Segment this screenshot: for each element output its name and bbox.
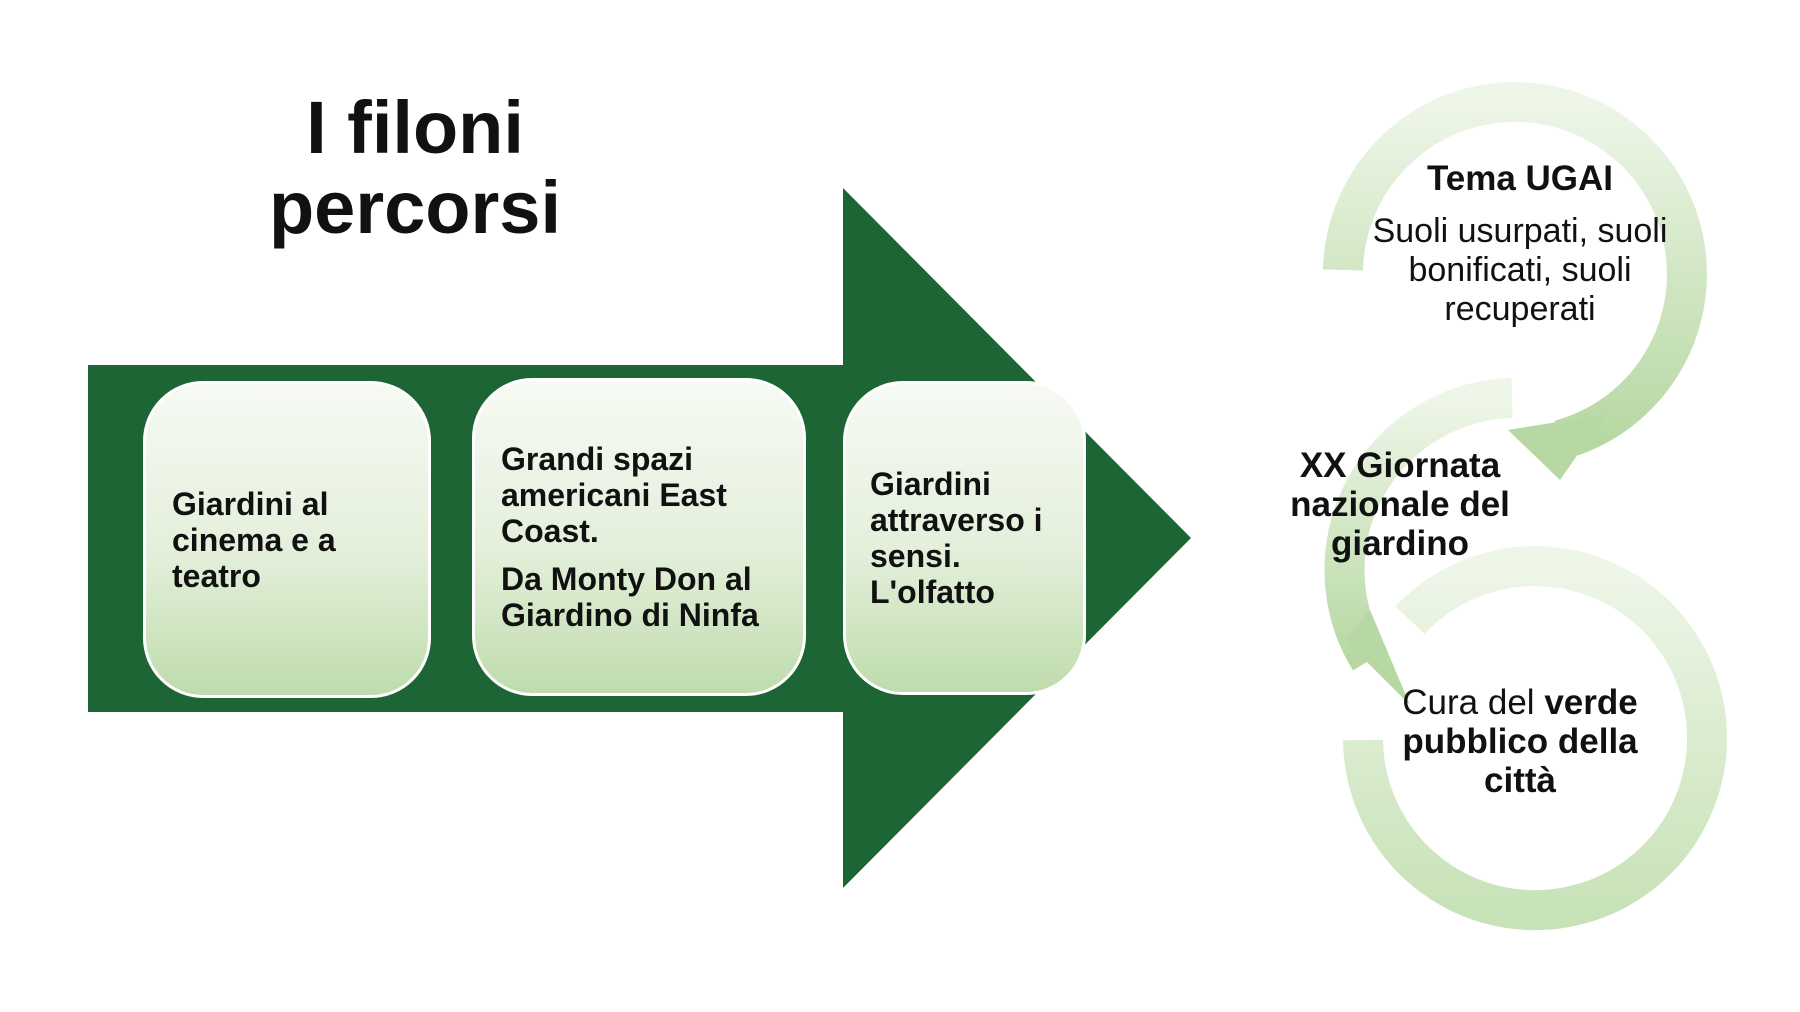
- process-box-2-text-2: Da Monty Don al Giardino di Ninfa: [501, 561, 759, 633]
- process-box-3: Giardini attraverso i sensi. L'olfatto: [843, 381, 1086, 695]
- cycle-item-3-prefix: Cura del: [1402, 683, 1545, 722]
- slide-title: I filoni percorsi: [170, 88, 660, 248]
- process-box-2: Grandi spazi americani East Coast. Da Mo…: [472, 378, 806, 696]
- process-box-2-text-1: Grandi spazi americani East Coast.: [501, 441, 727, 549]
- process-box-3-text: Giardini attraverso i sensi. L'olfatto: [870, 466, 1043, 610]
- cycle-arrowhead-2: [1345, 610, 1410, 705]
- cycle-item-2: XX Giornata nazionale del giardino: [1240, 446, 1560, 563]
- title-line-2: percorsi: [268, 166, 562, 249]
- cycle-item-1-heading: Tema UGAI: [1426, 159, 1614, 198]
- cycle-item-2-body: XX Giornata nazionale del giardino: [1290, 446, 1510, 563]
- cycle-item-1-body: Suoli usurpati, suoli bonificati, suoli …: [1372, 212, 1668, 328]
- cycle-item-1: Tema UGAI Suoli usurpati, suoli bonifica…: [1340, 158, 1700, 329]
- title-line-1: I filoni: [306, 86, 524, 169]
- cycle-item-3: Cura del verde pubblico della città: [1365, 683, 1675, 800]
- process-box-1-text: Giardini al cinema e a teatro: [172, 485, 336, 594]
- cycle-arc-3: [1343, 546, 1727, 931]
- cycle-item-3-bold: verde pubblico della città: [1402, 683, 1638, 800]
- process-box-1: Giardini al cinema e a teatro: [143, 381, 431, 698]
- cycle-arc-1: [1323, 82, 1707, 480]
- cycle-arc-2: [1324, 378, 1513, 705]
- cycle-arrowhead-1: [1508, 414, 1606, 480]
